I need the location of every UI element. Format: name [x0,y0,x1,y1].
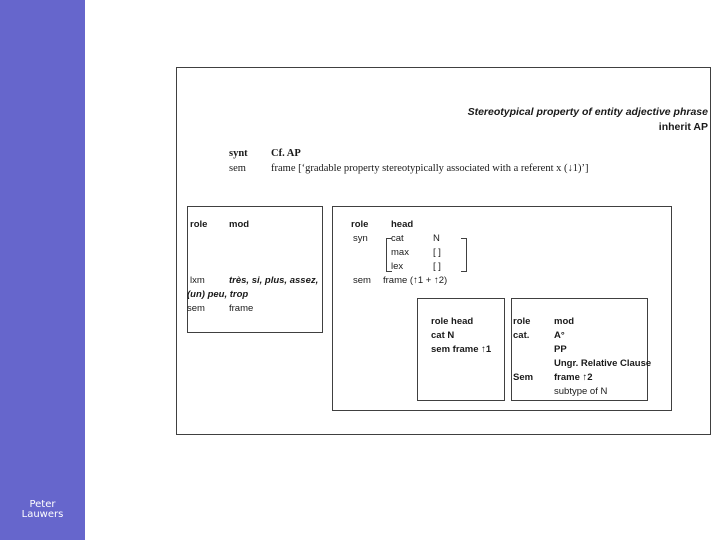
lex-key: lex [391,261,404,272]
lxm-key: lxm [190,275,205,286]
lxm-value-2: (un) peu, trop [187,289,249,300]
slide-frame: Stereotypical property of entity adjecti… [176,67,711,435]
cat-key: cat [391,233,404,244]
sem-value: frame [‘gradable property stereotypicall… [271,163,589,174]
lxm-value: très, si, plus, assez, [229,275,319,286]
mod-role-value: mod [229,219,250,230]
inner-mod-cat-value-1: A° [554,330,565,341]
head-sem-value: frame (↑1 + ↑2) [383,275,448,286]
inner-head-role: role head [431,316,474,327]
mod-role-key: role [190,219,208,230]
lex-value: [ ] [433,261,441,272]
sem-key: sem [229,163,246,174]
head-role-key: role [351,219,369,230]
synt-value: Cf. AP [271,148,301,159]
inner-mod-cat-key: cat. [513,330,530,341]
inner-mod-role-key: role [513,316,531,327]
max-value: [ ] [433,247,441,258]
inner-mod-cat-value-3: Ungr. Relative Clause [554,358,652,369]
slide-title: Stereotypical property of entity adjecti… [467,106,708,118]
author-name: Peter Lauwers [0,500,85,520]
mod-sem-key: sem [187,303,205,314]
mod-box [187,206,323,333]
inner-head-sem: sem frame ↑1 [431,344,492,355]
right-bracket [461,238,467,272]
inner-head-box [417,298,505,401]
inner-mod-role-value: mod [554,316,575,327]
inner-head-cat: cat N [431,330,455,341]
inner-mod-box [511,298,648,401]
synt-key: synt [229,148,248,159]
inner-mod-sem-value: frame ↑2 [554,372,593,383]
inherit-label: inherit AP [658,121,708,133]
cat-value: N [433,233,440,244]
mod-sem-value: frame [229,303,254,314]
author-last-name: Lauwers [21,509,64,520]
author-first-name: Peter [29,499,56,510]
max-key: max [391,247,409,258]
inner-mod-sem-key: Sem [513,372,534,383]
left-bracket [386,238,392,272]
head-sem-key: sem [353,275,371,286]
sidebar: Peter Lauwers [0,0,85,540]
head-role-value: head [391,219,414,230]
inner-mod-subtype: subtype of N [554,386,608,397]
inner-mod-cat-value-2: PP [554,344,567,355]
head-box [332,206,672,411]
syn-key: syn [353,233,368,244]
